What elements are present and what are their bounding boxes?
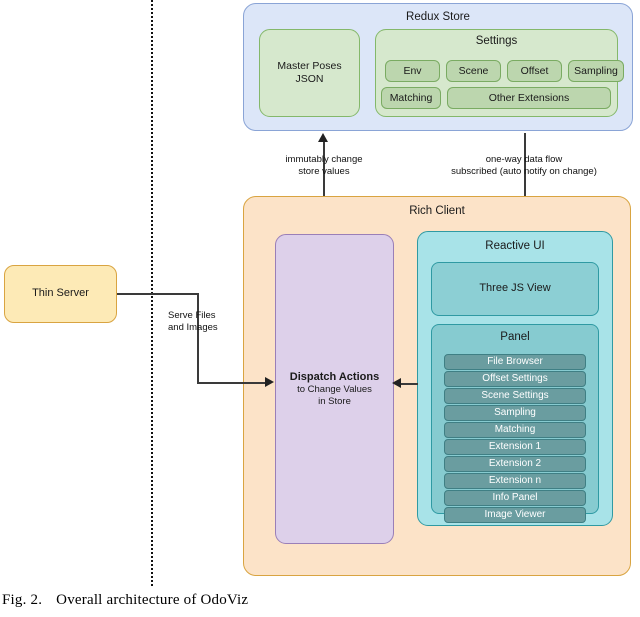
- panel-item-file-browser-label: File Browser: [487, 356, 543, 367]
- panel-item-extension-2-label: Extension 2: [488, 458, 542, 469]
- panel-item-matching-label: Matching: [494, 424, 536, 435]
- figure-number: Fig. 2.: [2, 592, 43, 608]
- panel-item-offset-settings-label: Offset Settings: [482, 373, 548, 384]
- panel-item-offset-settings[interactable]: Offset Settings: [444, 371, 586, 387]
- thin-server-label: Thin Server: [32, 287, 89, 300]
- panel-item-extension-1[interactable]: Extension 1: [444, 439, 586, 455]
- panel-title: Panel: [500, 331, 530, 343]
- panel-item-extension-2[interactable]: Extension 2: [444, 456, 586, 472]
- dispatch-actions-line1: Dispatch Actions: [289, 370, 380, 383]
- ui-to-dispatch-arrowhead: [392, 378, 401, 388]
- serve-files-line2: and Images: [168, 322, 218, 334]
- ui-to-dispatch-line: [400, 383, 418, 385]
- threejs-view-box[interactable]: Three JS View: [431, 262, 599, 316]
- serve-files-line-h2: [197, 382, 265, 384]
- panel-item-image-viewer[interactable]: Image Viewer: [444, 507, 586, 523]
- master-poses-line1: Master Poses: [277, 60, 342, 73]
- panel-item-sampling[interactable]: Sampling: [444, 405, 586, 421]
- dispatch-actions-line2: to Change Values: [297, 384, 372, 396]
- figure-caption-text: Overall architecture of OdoViz: [56, 592, 249, 608]
- panel-item-info-panel-label: Info Panel: [492, 492, 538, 503]
- setting-chip-env-label: Env: [403, 64, 422, 77]
- panel-item-file-browser[interactable]: File Browser: [444, 354, 586, 370]
- setting-chip-matching-label: Matching: [389, 91, 433, 104]
- setting-chip-offset[interactable]: Offset: [507, 60, 562, 82]
- panel-item-scene-settings-label: Scene Settings: [481, 390, 549, 401]
- store-to-ui-line: [524, 133, 526, 225]
- dispatch-actions-line3: in Store: [318, 395, 351, 407]
- serve-files-arrowhead: [265, 377, 274, 387]
- panel-item-info-panel[interactable]: Info Panel: [444, 490, 586, 506]
- master-poses-line2: JSON: [295, 73, 324, 85]
- serve-files-line1: Serve Files: [168, 310, 216, 321]
- one-way-data-flow-line1: one-way data flow: [485, 154, 563, 165]
- panel-item-scene-settings[interactable]: Scene Settings: [444, 388, 586, 404]
- panel-item-extension-1-label: Extension 1: [488, 441, 542, 452]
- panel-item-matching[interactable]: Matching: [444, 422, 586, 438]
- master-poses-json-box: Master Poses JSON: [259, 29, 360, 117]
- setting-chip-other-extensions[interactable]: Other Extensions: [447, 87, 611, 109]
- settings-title: Settings: [475, 35, 518, 47]
- serve-files-line-h1: [117, 293, 199, 295]
- panel-box: Panel File Browser Offset Settings Scene…: [431, 324, 599, 523]
- thin-server-box: Thin Server: [4, 265, 117, 323]
- panel-item-sampling-label: Sampling: [494, 407, 536, 418]
- setting-chip-scene[interactable]: Scene: [446, 60, 501, 82]
- setting-chip-offset-label: Offset: [520, 64, 549, 77]
- serve-files-label: Serve Files and Images: [168, 310, 258, 335]
- setting-chip-env[interactable]: Env: [385, 60, 440, 82]
- panel-item-extension-n[interactable]: Extension n: [444, 473, 586, 489]
- redux-store-title: Redux Store: [406, 11, 470, 23]
- one-way-data-flow-line2: subscribed (auto notify on change): [451, 166, 597, 178]
- setting-chip-sampling-label: Sampling: [574, 64, 618, 77]
- setting-chip-matching[interactable]: Matching: [381, 87, 441, 109]
- immutably-change-line1: immutably change: [285, 154, 363, 165]
- panel-item-image-viewer-label: Image Viewer: [484, 509, 546, 520]
- setting-chip-other-extensions-label: Other Extensions: [488, 91, 570, 104]
- reactive-ui-title: Reactive UI: [485, 240, 545, 252]
- threejs-view-label: Three JS View: [479, 282, 551, 295]
- one-way-data-flow-label: one-way data flow subscribed (auto notif…: [413, 154, 635, 179]
- rich-client-title: Rich Client: [409, 205, 465, 217]
- dispatch-actions-box: Dispatch Actions to Change Values in Sto…: [275, 234, 394, 544]
- panel-item-extension-n-label: Extension n: [488, 475, 542, 486]
- setting-chip-scene-label: Scene: [458, 64, 489, 77]
- figure-caption: Fig. 2. Overall architecture of OdoViz: [0, 592, 640, 609]
- serve-files-line-v: [197, 293, 199, 382]
- setting-chip-sampling[interactable]: Sampling: [568, 60, 624, 82]
- dispatch-to-store-arrowhead: [318, 133, 328, 142]
- immutably-change-line2: store values: [298, 166, 350, 178]
- immutably-change-label: immutably change store values: [258, 154, 390, 179]
